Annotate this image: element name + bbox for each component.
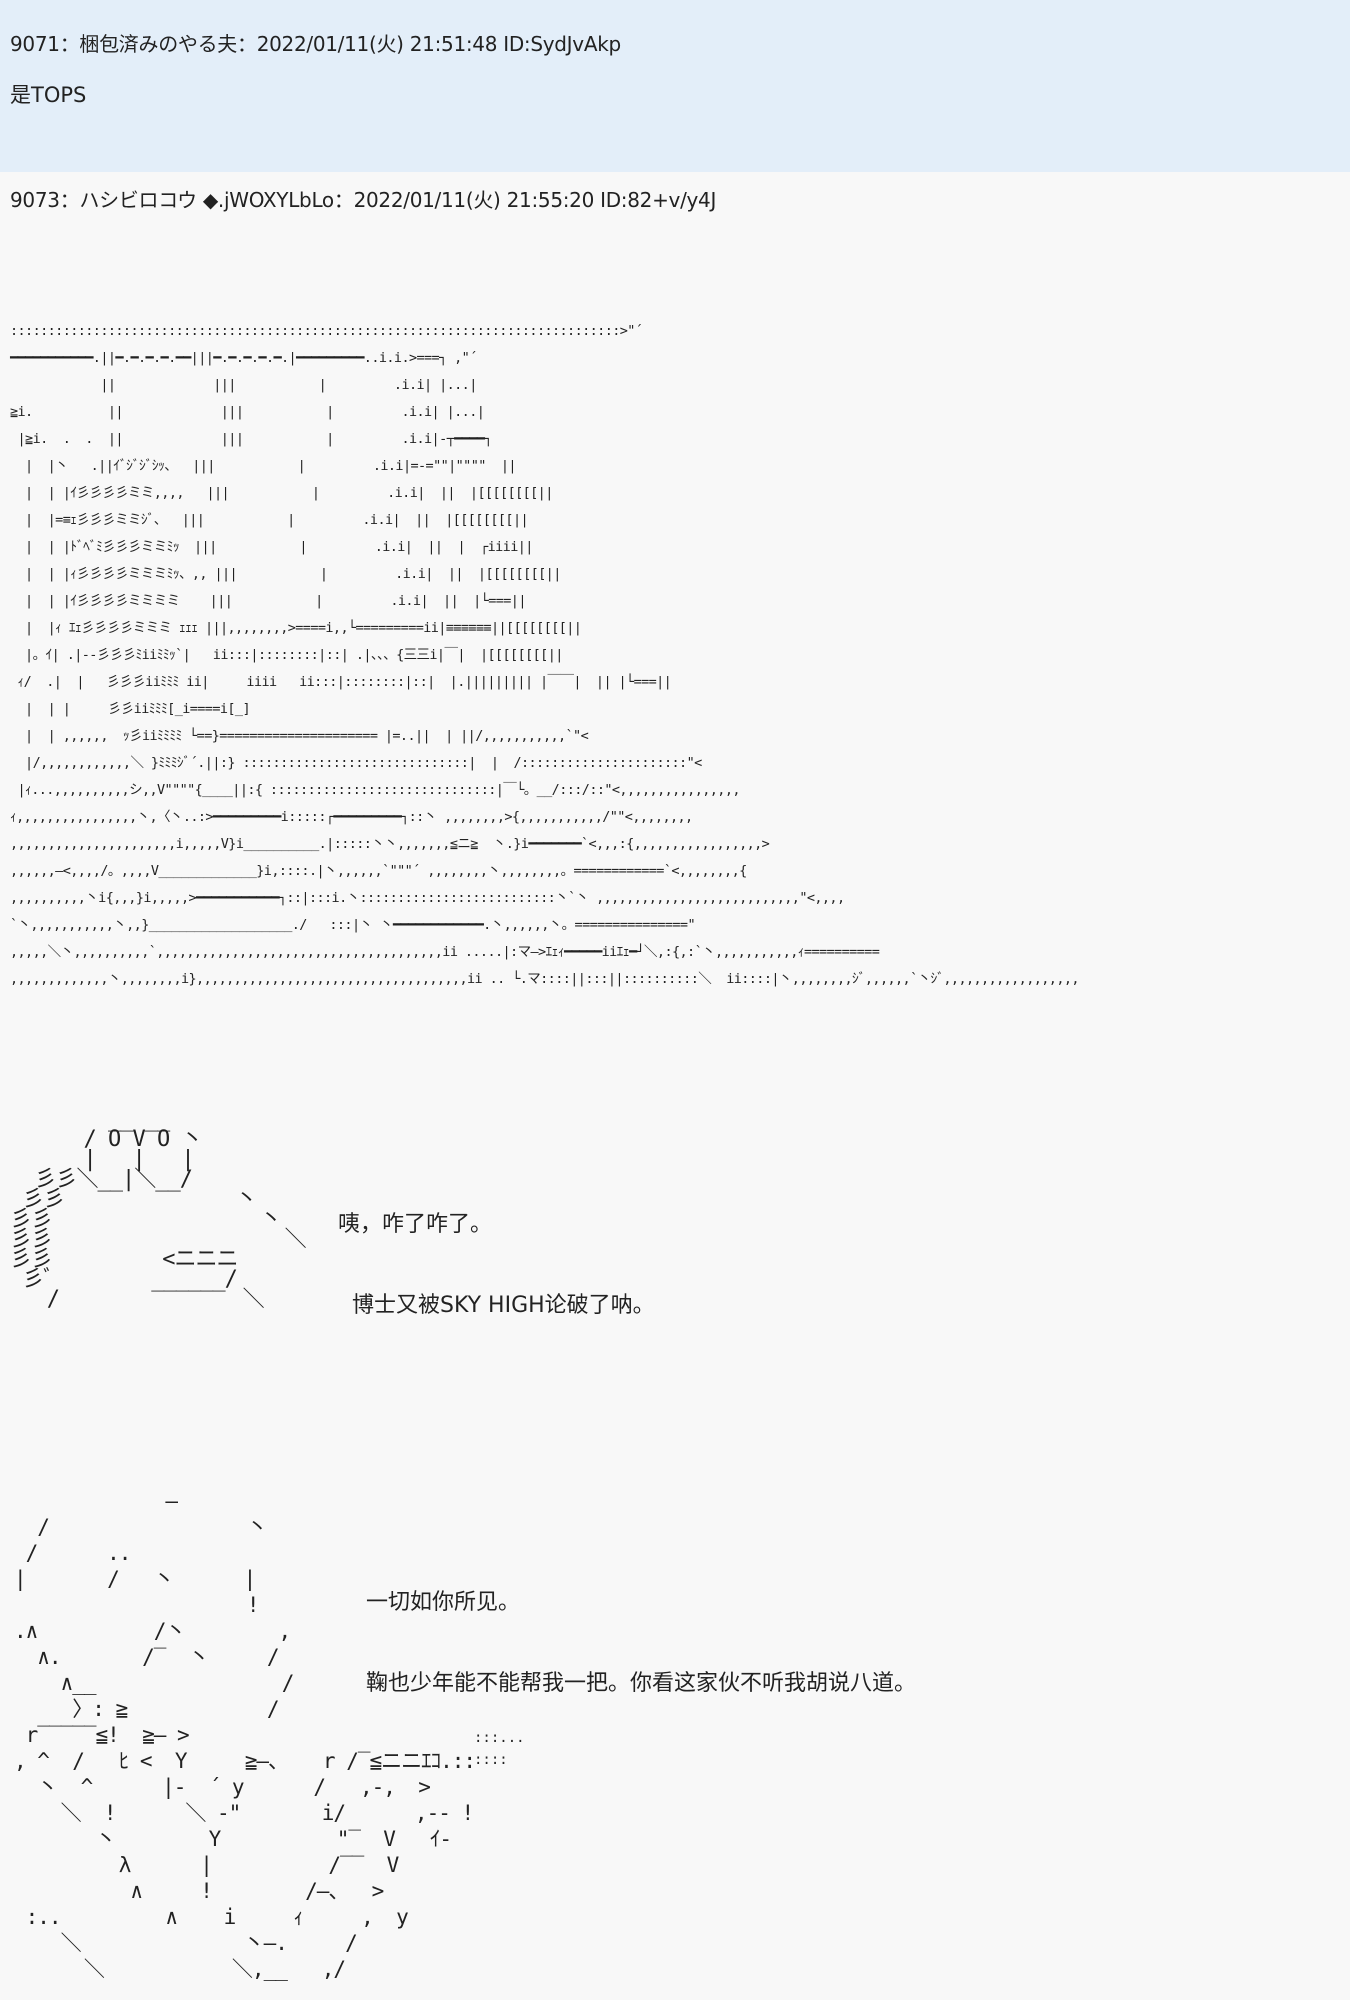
post-header: 9071：梱包済みのやる夫：2022/01/11(火) 21:51:48 ID:… [10,32,621,56]
ascii-art-bird-character: __ __ / O V O 丶 | | | 彡彡＼__|＼__/ 彡彡 丶 彡彡… [10,1107,307,1312]
ascii-art-figure-character: — / 丶 / .. | / 丶 | ! .∧ /丶 , ∧. /‾ 丶 / ∧… [14,1489,476,1981]
dialogue-line: 咦，咋了咋了。 [338,1212,493,1237]
ascii-art-room: ::::::::::::::::::::::::::::::::::::::::… [10,323,1080,987]
dialogue-line: 博士又被SKY HIGH论破了呐。 [352,1293,655,1318]
ascii-dots: :::... :::: [474,1730,525,1768]
post-body: 是TOPS [10,83,87,107]
post-9073: 9073：ハシビロコウ ◆.jWOXYLbLo：2022/01/11(火) 21… [0,172,1350,2000]
dialogue-line: 一切如你所见。 [366,1590,521,1615]
dialogue-line: 鞠也少年能不能帮我一把。你看这家伙不听我胡说八道。 [366,1671,917,1696]
post-9071: 9071：梱包済みのやる夫：2022/01/11(火) 21:51:48 ID:… [0,0,1350,172]
post-header: 9073：ハシビロコウ ◆.jWOXYLbLo：2022/01/11(火) 21… [10,188,717,212]
